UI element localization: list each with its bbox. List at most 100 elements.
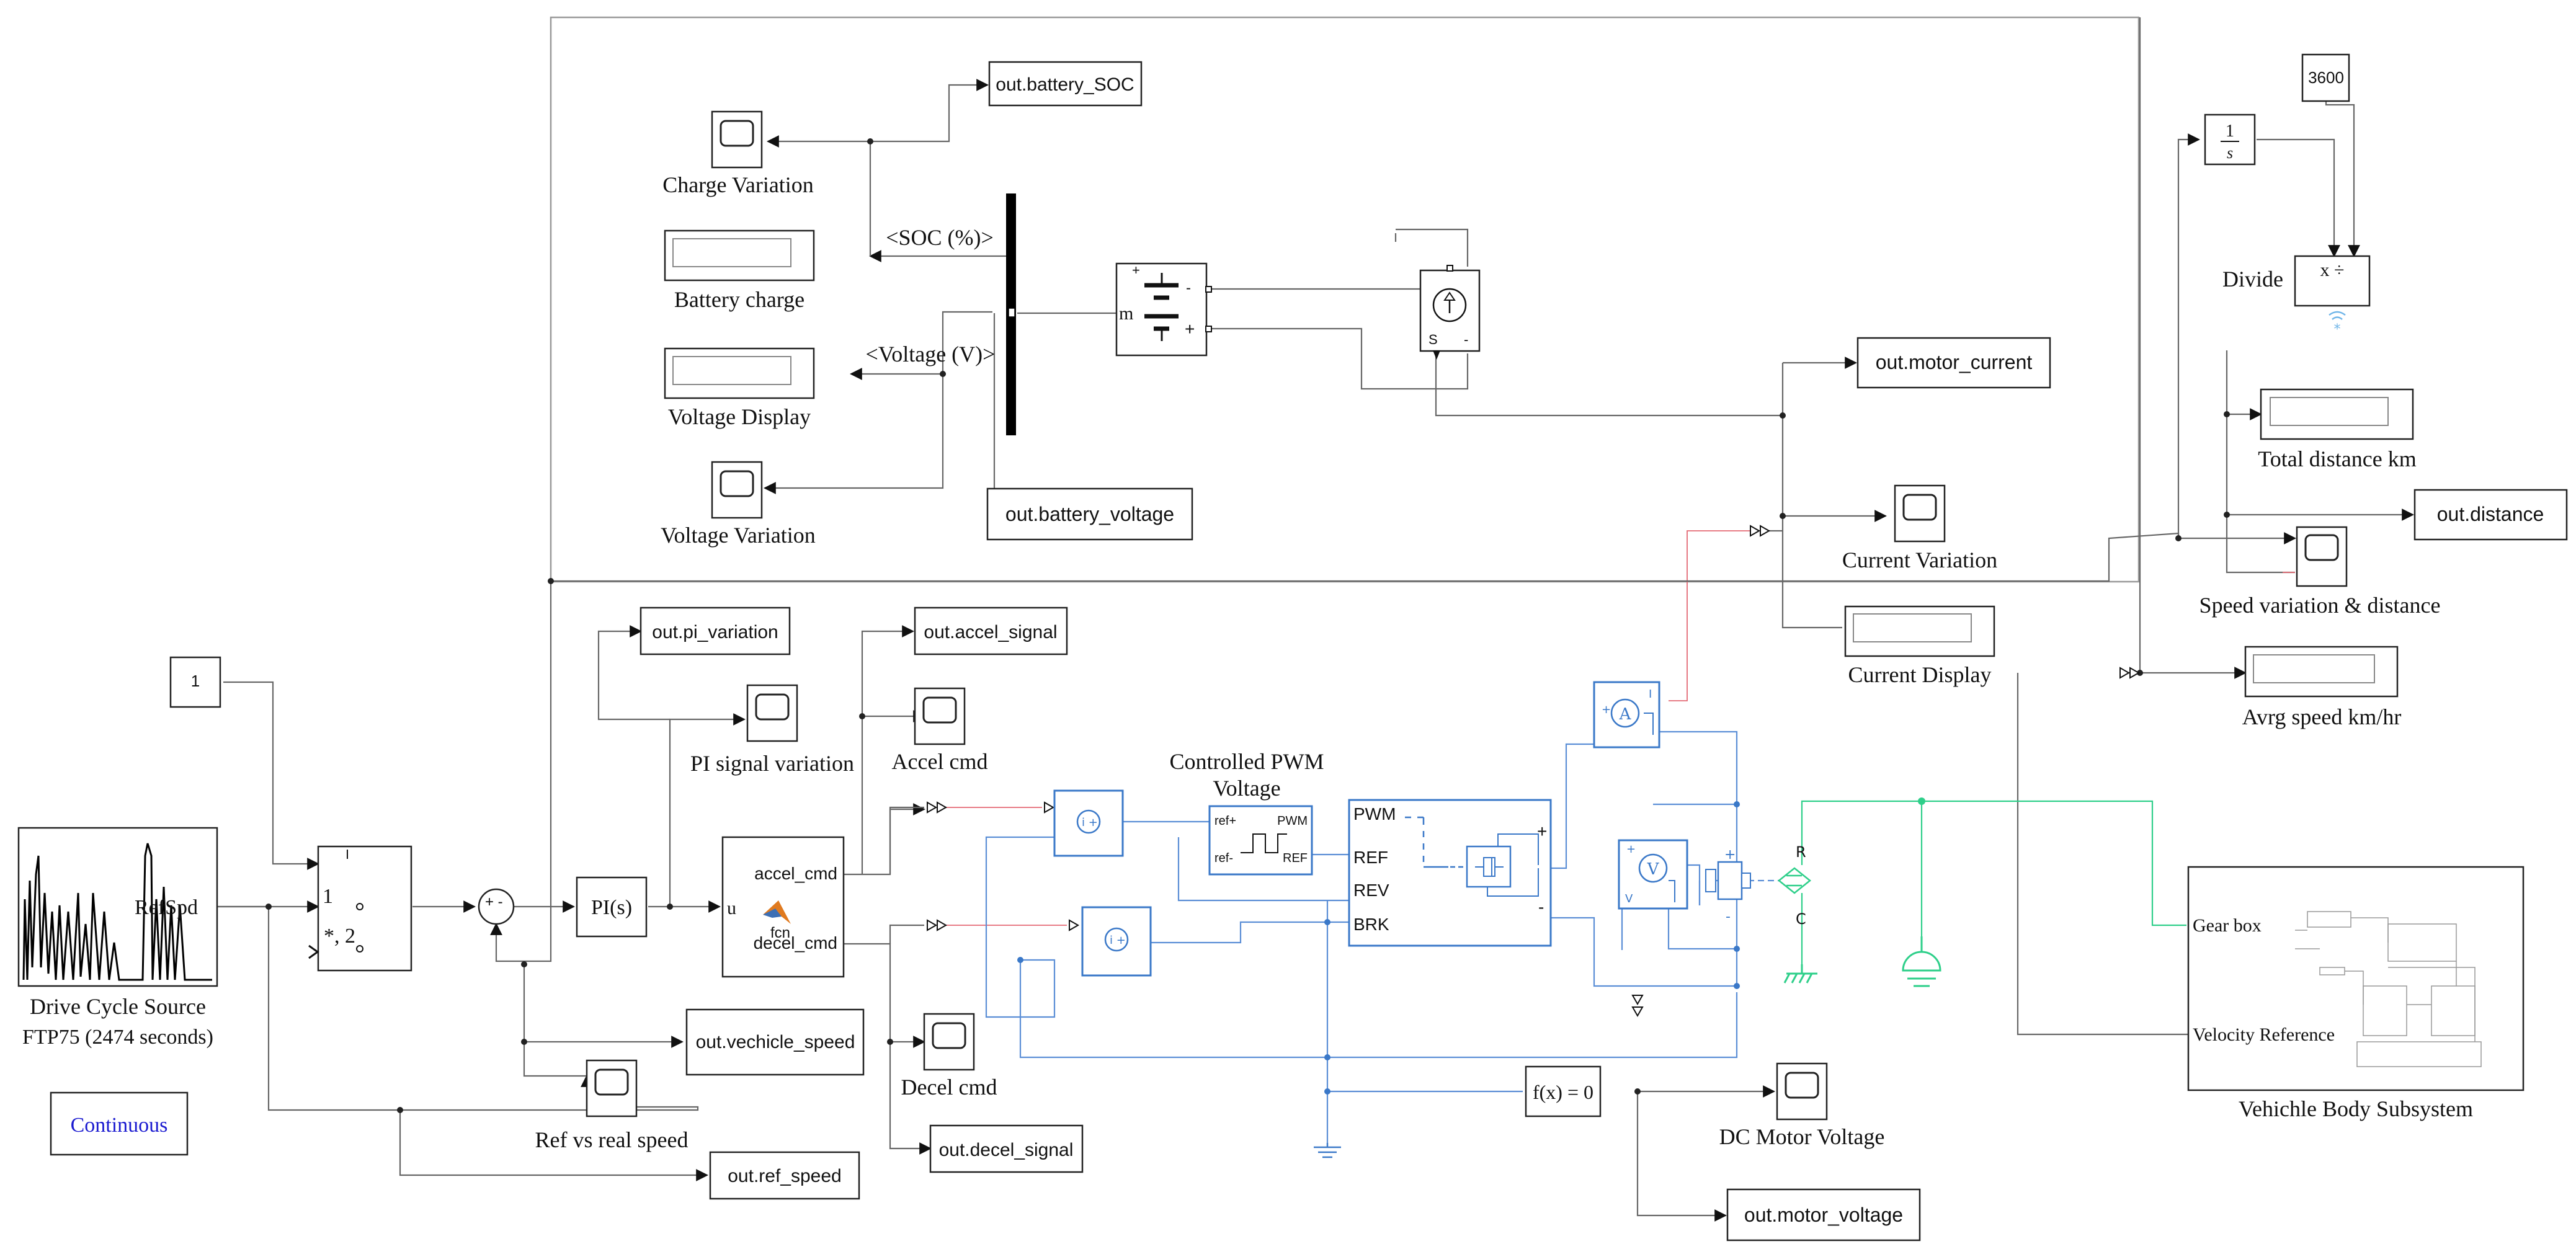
pwm-title-line1: Controlled PWM — [1170, 749, 1324, 774]
controlled-current-source[interactable]: S - — [1419, 265, 1481, 360]
svg-text:Avrg speed km/hr: Avrg speed km/hr — [2242, 704, 2402, 729]
svg-text:+: + — [1724, 847, 1736, 863]
battery-block[interactable]: + m - + — [1115, 262, 1212, 357]
matlab-fcn-block[interactable]: u accel_cmd decel_cmd fcn — [721, 836, 845, 978]
voltage-display[interactable]: Voltage Display — [664, 347, 815, 429]
accel-cmd-scope[interactable]: Accel cmd — [892, 687, 988, 774]
vehicle-speed-output[interactable]: out.vechicle_speed — [685, 1008, 865, 1076]
svg-text:i +: i + — [1082, 816, 1098, 829]
h-bridge-block[interactable]: PWM REF REV BRK + - — [1348, 799, 1552, 947]
total-distance-display[interactable]: Total distance km — [2258, 388, 2417, 471]
dc-motor-voltage-scope[interactable]: DC Motor Voltage — [1719, 1062, 1885, 1149]
battery-charge-display[interactable]: Battery charge — [664, 229, 815, 312]
battery-voltage-output[interactable]: out.battery_voltage — [986, 487, 1193, 541]
constant-one-block[interactable]: 1 — [169, 656, 221, 708]
svg-text:+: + — [1602, 703, 1611, 716]
svg-text:Ref vs real speed: Ref vs real speed — [535, 1127, 689, 1152]
bus-selector-port — [1008, 308, 1015, 318]
svg-text:Speed variation & distance: Speed variation & distance — [2199, 593, 2441, 618]
avrg-speed-display[interactable]: Avrg speed km/hr — [2242, 646, 2402, 729]
constant-3600-block[interactable]: 3600 — [2301, 53, 2350, 102]
svg-text:out.vechicle_speed: out.vechicle_speed — [696, 1032, 855, 1052]
motor-current-output[interactable]: out.motor_current — [1856, 337, 2051, 389]
integrator-block[interactable]: 1 s — [2204, 113, 2256, 166]
svg-text:1: 1 — [191, 672, 200, 690]
svg-text:Decel cmd: Decel cmd — [901, 1075, 997, 1099]
mechanical-wires — [1801, 800, 2186, 964]
svg-text:out.ref_speed: out.ref_speed — [728, 1166, 841, 1186]
ammeter-block[interactable]: A + I — [1593, 681, 1660, 748]
decel-signal-output[interactable]: out.decel_signal — [929, 1124, 1084, 1173]
decel-voltage-source[interactable]: i + — [1081, 906, 1152, 977]
svg-text:out.motor_voltage: out.motor_voltage — [1744, 1204, 1903, 1226]
svg-text:C: C — [1796, 910, 1806, 928]
svg-text:REF: REF — [1283, 851, 1308, 865]
svg-text:-: - — [1538, 897, 1544, 917]
inertia-block-icon[interactable] — [1902, 936, 1941, 987]
svg-text:Voltage Display: Voltage Display — [668, 404, 811, 429]
rotational-sensor-block[interactable] — [1777, 867, 1812, 894]
voltmeter-block[interactable]: V + V — [1618, 839, 1688, 910]
pi-controller[interactable]: PI(s) — [576, 876, 648, 938]
svg-text:out.accel_signal: out.accel_signal — [924, 622, 1057, 642]
svg-text:S: S — [1428, 332, 1438, 347]
svg-text:Current Variation: Current Variation — [1842, 548, 1997, 572]
decel-cmd-scope[interactable]: Decel cmd — [901, 1013, 997, 1099]
current-variation-scope[interactable]: Current Variation — [1842, 484, 1997, 572]
svg-text:Current Display: Current Display — [1848, 662, 1992, 687]
svg-text:REV: REV — [1353, 881, 1389, 900]
battery-icon — [1144, 273, 1179, 341]
voltage-variation-scope[interactable]: Voltage Variation — [661, 461, 816, 548]
continuous-solver-block[interactable]: Continuous — [50, 1091, 189, 1156]
mechanical-ground-icon — [1783, 964, 1817, 984]
svg-text:V: V — [1647, 860, 1660, 879]
svg-text:m: m — [1119, 303, 1133, 324]
bus-voltage-label: <Voltage (V)> — [866, 342, 996, 366]
ref-speed-output[interactable]: out.ref_speed — [709, 1151, 860, 1200]
svg-text:FTP75 (2474 seconds): FTP75 (2474 seconds) — [22, 1026, 213, 1049]
dc-motor-block[interactable]: + - C R — [1705, 843, 1806, 928]
svg-text:Battery charge: Battery charge — [674, 287, 804, 312]
svg-text:Drive Cycle Source: Drive Cycle Source — [30, 994, 206, 1019]
svg-text:+: + — [1537, 822, 1547, 841]
svg-text:*, 2: *, 2 — [324, 925, 355, 948]
signal-wires — [217, 17, 2414, 1222]
electrical-ground-icon — [1314, 1143, 1341, 1158]
speed-distance-scope[interactable]: Speed variation & distance — [2199, 526, 2441, 618]
svg-text:R: R — [1796, 843, 1806, 861]
svg-text:Accel cmd: Accel cmd — [892, 749, 988, 774]
svg-text:+: + — [1626, 843, 1636, 856]
svg-text:3600: 3600 — [2308, 68, 2344, 87]
svg-text:PI signal variation: PI signal variation — [690, 751, 854, 776]
svg-text:-: - — [1726, 909, 1731, 925]
divide-block[interactable]: x ÷ Divide * — [2222, 255, 2371, 337]
svg-text:Vehichle Body Subsystem: Vehichle Body Subsystem — [2239, 1096, 2473, 1121]
pi-variation-output[interactable]: out.pi_variation — [640, 606, 791, 655]
current-display[interactable]: Current Display — [1844, 605, 1995, 687]
svg-text:decel_cmd: decel_cmd — [754, 933, 837, 953]
ref-vs-real-scope[interactable]: Ref vs real speed — [535, 1059, 689, 1152]
solver-config-block[interactable]: f(x) = 0 — [1525, 1065, 1602, 1117]
svg-text:-: - — [1464, 332, 1468, 347]
pi-signal-scope[interactable]: PI signal variation — [690, 684, 854, 776]
svg-text:s: s — [2227, 144, 2233, 162]
svg-text:PWM: PWM — [1353, 804, 1396, 824]
subsystem-preview-icon — [2295, 911, 2482, 1067]
controlled-pwm-block[interactable]: ref+ ref- PWM REF — [1208, 805, 1313, 876]
motor-voltage-output[interactable]: out.motor_voltage — [1726, 1188, 1921, 1241]
svg-text:Charge Variation: Charge Variation — [662, 172, 814, 197]
multiport-switch[interactable]: 1 *, 2 — [308, 845, 412, 972]
svg-text:u: u — [727, 898, 736, 918]
drive-cycle-source[interactable]: RefSpd Drive Cycle Source FTP75 (2474 se… — [17, 827, 218, 1049]
wifi-icon — [2329, 311, 2346, 320]
sum-block[interactable]: + - — [478, 888, 515, 925]
accel-signal-output[interactable]: out.accel_signal — [914, 606, 1068, 655]
distance-output[interactable]: out.distance — [2413, 489, 2568, 541]
svg-text:A: A — [1619, 705, 1632, 724]
battery-soc-output[interactable]: out.battery_SOC — [988, 61, 1143, 107]
vehicle-body-subsystem[interactable]: Gear box Velocity Reference Vehichle Bod… — [2187, 866, 2525, 1121]
svg-text:out.battery_voltage: out.battery_voltage — [1005, 503, 1174, 525]
svg-text:1: 1 — [2226, 122, 2234, 141]
accel-voltage-source[interactable]: i + — [1053, 789, 1124, 857]
charge-variation-scope[interactable]: Charge Variation — [662, 110, 814, 197]
